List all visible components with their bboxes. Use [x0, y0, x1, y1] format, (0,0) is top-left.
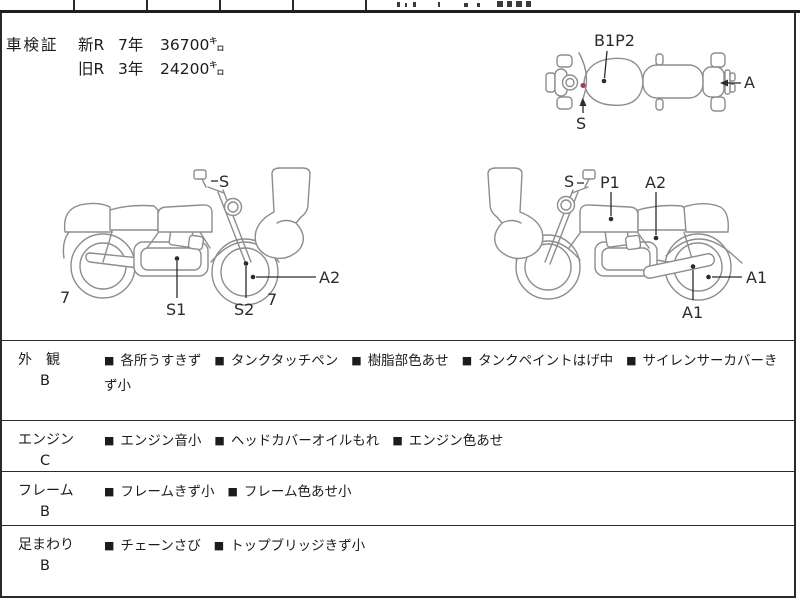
label-right-a1-wheel: A1	[746, 268, 768, 287]
condition-item: ■トップブリッジきず小	[213, 538, 366, 554]
clipped-row-remnant	[497, 1, 503, 7]
table-divider	[219, 0, 221, 10]
condition-items: ■各所うすきず ■タンクタッチペン ■樹脂部色あせ ■タンクペイントはげ中■サイレンサ…	[104, 349, 780, 398]
filled-square-bullet-icon: ■	[104, 539, 115, 552]
condition-row-undercarriage: 足まわり B ■チェーンさび ■トップブリッジきず小	[0, 525, 796, 597]
condition-item: ■エンジン色あせ	[392, 433, 504, 449]
label-left-7-front: 7	[267, 290, 278, 309]
label-top-b1p2: B1P2	[594, 31, 635, 50]
shaken-row-years: 3年	[118, 60, 144, 78]
clipped-row-remnant	[397, 2, 400, 7]
filled-square-bullet-icon: ■	[227, 485, 238, 498]
clipped-row-remnant	[477, 3, 480, 7]
table-bottom-border	[0, 10, 800, 13]
clipped-row-remnant	[413, 2, 416, 7]
sheet-border-left	[0, 13, 2, 598]
condition-items: ■エンジン音小 ■ヘッドカバーオイルもれ ■エンジン色あせ	[104, 429, 780, 454]
sheet-border-bottom	[0, 596, 796, 598]
condition-row-exterior: 外 観 B ■各所うすきず ■タンクタッチペン ■樹脂部色あせ ■タンクペイントはげ中…	[0, 340, 796, 420]
label-left-s1: S1	[166, 300, 187, 319]
condition-grade: B	[40, 373, 50, 389]
filled-square-bullet-icon: ■	[104, 485, 115, 498]
shaken-row-years: 7年	[118, 36, 144, 54]
label-left-a2: A2	[319, 268, 341, 287]
shaken-row-label: 旧R	[78, 60, 105, 78]
condition-row-frame: フレーム B ■フレームきず小 ■フレーム色あせ小	[0, 471, 796, 525]
condition-item: ■エンジン音小	[104, 433, 202, 449]
label-top-s: S	[576, 114, 587, 133]
clipped-row-remnant	[507, 1, 512, 7]
condition-item: ■樹脂部色あせ	[351, 353, 449, 369]
condition-category-label: 足まわり	[18, 537, 74, 553]
condition-row-engine: エンジン C ■エンジン音小 ■ヘッドカバーオイルもれ ■エンジン色あせ	[0, 420, 796, 471]
condition-grade: C	[40, 453, 51, 469]
shaken-title: 車検証	[6, 36, 59, 54]
condition-category: 足まわり B	[18, 534, 108, 574]
label-right-a1-muffler: A1	[682, 303, 704, 322]
label-left-s2: S2	[234, 300, 255, 319]
condition-item: ■サイレンサーカバーきず小	[104, 353, 778, 394]
condition-item: ■チェーンさび	[104, 538, 201, 554]
condition-items: ■フレームきず小 ■フレーム色あせ小	[104, 480, 780, 505]
motorcycle-left-side-view	[62, 167, 311, 306]
label-right-a2: A2	[645, 173, 667, 192]
condition-item: ■タンクタッチペン	[214, 353, 339, 369]
shaken-row-distance: 36700㌔	[160, 36, 225, 54]
label-right-s: S	[564, 172, 575, 191]
clipped-row-remnant	[405, 3, 407, 7]
table-divider	[73, 0, 75, 10]
filled-square-bullet-icon: ■	[214, 354, 225, 367]
label-left-7-rear: 7	[60, 288, 71, 307]
filled-square-bullet-icon: ■	[104, 354, 115, 367]
filled-square-bullet-icon: ■	[392, 434, 403, 447]
clipped-row-remnant	[464, 3, 468, 7]
clipped-row-remnant	[526, 1, 531, 7]
condition-items: ■チェーンさび ■トップブリッジきず小	[104, 534, 780, 559]
condition-item: ■各所うすきず	[104, 353, 202, 369]
filled-square-bullet-icon: ■	[351, 354, 362, 367]
filled-square-bullet-icon: ■	[461, 354, 473, 367]
mirror	[193, 169, 207, 180]
table-divider	[365, 0, 367, 10]
condition-category: フレーム B	[18, 480, 108, 520]
condition-category-label: エンジン	[18, 432, 74, 448]
condition-grade: B	[40, 504, 50, 520]
condition-item: ■タンクペイントはげ中	[461, 353, 614, 369]
motorcycle-top-view	[545, 52, 736, 112]
filled-square-bullet-icon: ■	[104, 434, 115, 447]
motorcycle-right-side-view	[487, 167, 743, 301]
label-top-a: A	[744, 73, 755, 92]
shaken-row-label: 新R	[78, 36, 105, 54]
clipped-row-remnant	[438, 2, 440, 7]
label-left-s: S	[219, 172, 230, 191]
table-divider	[146, 0, 148, 10]
condition-section: 外 観 B ■各所うすきず ■タンクタッチペン ■樹脂部色あせ ■タンクペイントはげ中…	[0, 340, 796, 597]
label-right-p1: P1	[600, 173, 620, 192]
condition-category: エンジン C	[18, 429, 108, 469]
sheet-border-right	[794, 13, 796, 598]
shaken-row-distance: 24200㌔	[160, 60, 225, 78]
condition-item: ■フレーム色あせ小	[227, 484, 352, 500]
condition-item: ■ヘッドカバーオイルもれ	[214, 433, 380, 449]
condition-item: ■フレームきず小	[104, 484, 215, 500]
filled-square-bullet-icon: ■	[213, 539, 225, 552]
filled-square-bullet-icon: ■	[626, 354, 637, 367]
muffler	[642, 253, 716, 279]
front-fairing	[487, 167, 544, 260]
filled-square-bullet-icon: ■	[214, 434, 225, 447]
condition-category-label: 外 観	[18, 352, 60, 368]
condition-grade: B	[40, 558, 50, 574]
front-fairing	[254, 167, 311, 260]
condition-category: 外 観 B	[18, 349, 108, 389]
clipped-row-remnant	[516, 1, 522, 7]
table-divider	[292, 0, 294, 10]
condition-category-label: フレーム	[18, 483, 74, 499]
mirror	[582, 169, 596, 180]
